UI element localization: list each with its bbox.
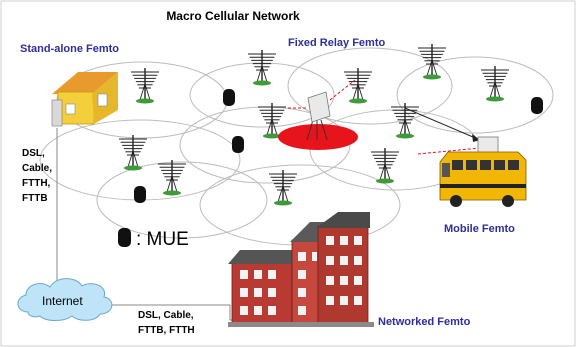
standalone-femto-label: Stand-alone Femto xyxy=(20,43,119,55)
networked-femto-label: Networked Femto xyxy=(378,316,471,328)
backhaul-bottom-line: FTTB, FTTH xyxy=(138,325,195,336)
backhaul-left-line: Cable, xyxy=(22,163,52,174)
internet-cloud-icon xyxy=(17,278,113,321)
macro-tower-icon xyxy=(158,160,186,196)
fixed-relay-femto-label: Fixed Relay Femto xyxy=(288,37,385,49)
mue-device-icon xyxy=(134,186,146,203)
building-icon xyxy=(228,212,374,327)
macro-tower-icon xyxy=(371,148,399,184)
macro-tower-icon xyxy=(344,68,372,104)
macro-tower-icon xyxy=(248,50,276,86)
house-icon xyxy=(51,72,118,127)
relay-femto-box-icon xyxy=(307,91,331,123)
internet-label: Internet xyxy=(42,294,83,308)
backhaul-bottom-line: DSL, Cable, xyxy=(138,310,194,321)
macro-tower-icon xyxy=(269,170,297,206)
fixed-relay-femto xyxy=(278,91,358,150)
backhaul-left-line: FTTB xyxy=(22,193,48,204)
coverage-cell xyxy=(396,56,554,134)
relay-coverage-zone xyxy=(278,124,358,150)
mobile-femto-label: Mobile Femto xyxy=(444,223,515,235)
relay-links xyxy=(288,79,481,155)
mue-legend-label: : MUE xyxy=(136,229,189,250)
mue-legend-icon xyxy=(118,228,131,247)
macro-tower-icon xyxy=(481,66,509,102)
macro-tower-icon xyxy=(258,103,286,139)
macro-tower-icon xyxy=(119,135,147,171)
macro-tower-icon xyxy=(131,68,159,104)
mue-device-icon xyxy=(531,97,543,114)
macro-tower-icon xyxy=(418,44,446,80)
backhaul-left-line: FTTH, xyxy=(22,178,51,189)
coverage-cell xyxy=(287,47,453,125)
macro-towers xyxy=(119,44,509,206)
coverage-cell xyxy=(96,161,268,239)
bus-link xyxy=(404,107,481,141)
diagram-title: Macro Cellular Network xyxy=(166,9,300,23)
backhaul-left-line: DSL, xyxy=(22,148,45,159)
mue-device-icon xyxy=(232,136,244,153)
mue-device-icon xyxy=(223,89,235,106)
bus-icon xyxy=(439,136,527,207)
mue-devices xyxy=(134,89,543,203)
